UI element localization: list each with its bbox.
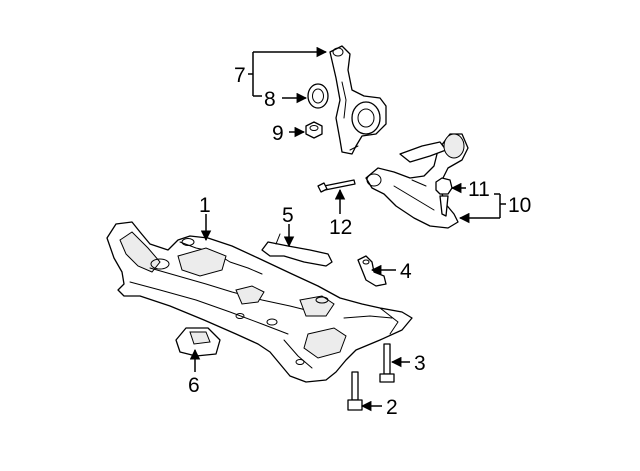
control-arm-part [365, 133, 469, 229]
bolt-3-part [379, 343, 395, 383]
callout-3: 3 [414, 352, 426, 375]
bracket-part [261, 233, 333, 267]
knuckle-part [329, 45, 387, 155]
callout-6: 6 [188, 374, 200, 397]
bolt-2-part [347, 371, 363, 411]
callout-5: 5 [282, 204, 294, 227]
leader-lines [189, 46, 506, 412]
arm-bolt-part [317, 179, 356, 193]
nut-part [305, 121, 323, 139]
mount-bracket-part [357, 255, 387, 287]
callout-1: 1 [199, 194, 211, 217]
callout-12: 12 [329, 216, 352, 239]
callout-11: 11 [468, 178, 490, 201]
mount-block-part [175, 327, 221, 357]
subframe-part [106, 221, 413, 383]
callout-4: 4 [400, 260, 412, 283]
callout-2: 2 [386, 396, 398, 419]
bearing-part [307, 83, 329, 109]
bushing-part [435, 177, 453, 217]
callout-10: 10 [508, 194, 531, 217]
callout-8: 8 [264, 88, 276, 111]
callout-7: 7 [234, 64, 246, 87]
callout-9: 9 [272, 122, 284, 145]
callout-labels: 7 8 9 12 11 10 1 5 4 6 3 2 [188, 64, 531, 419]
